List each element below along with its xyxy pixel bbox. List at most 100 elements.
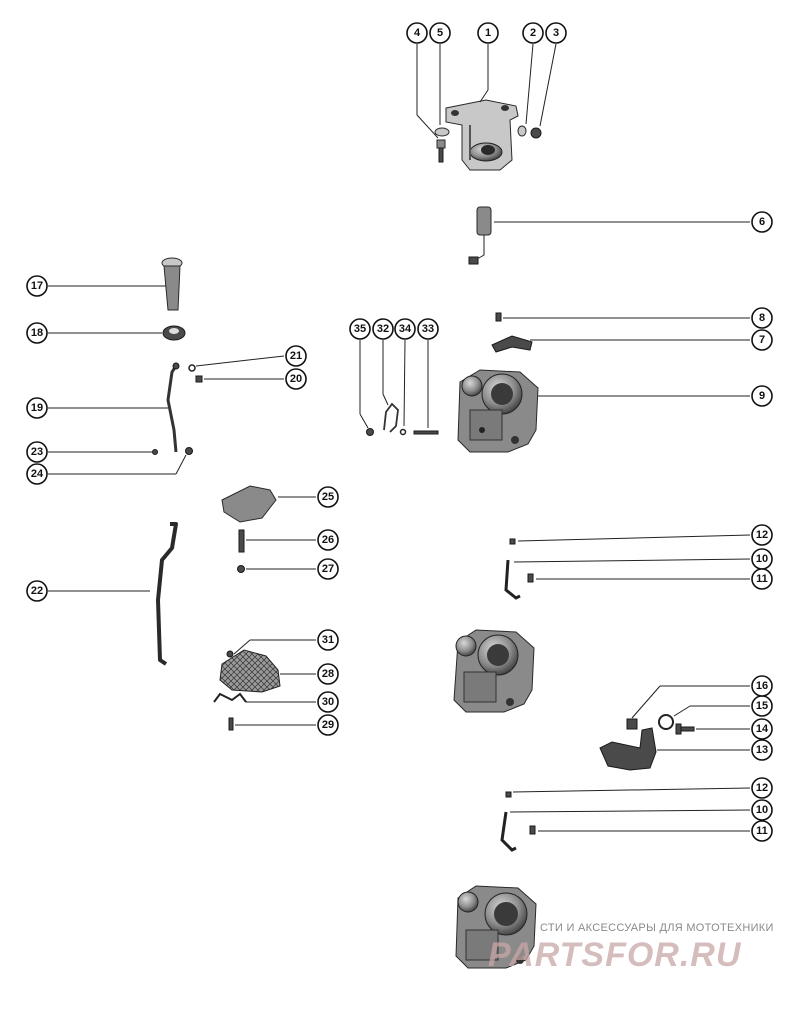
svg-text:24: 24 [31,468,44,480]
part-6-plunger [468,206,492,265]
svg-text:20: 20 [290,373,302,385]
svg-text:10: 10 [756,804,768,816]
svg-text:3: 3 [553,27,559,39]
svg-text:10: 10 [756,553,768,565]
callout-2: 2 [522,22,544,44]
part-2-washer [517,125,527,137]
svg-text:28: 28 [322,668,334,680]
svg-text:35: 35 [354,323,366,335]
part-15-gasket [658,714,674,730]
watermark-logo: PARTSFOR.RU [488,936,742,974]
callout-3: 3 [545,22,567,44]
callout-11-upper: 11 [751,568,773,590]
callout-23: 23 [26,441,48,463]
part-18-grommet [162,325,186,341]
callout-25: 25 [317,486,339,508]
svg-text:7: 7 [759,334,765,346]
part-32-spring [383,402,399,433]
callout-35: 35 [349,318,371,340]
callout-labels: 1 2 3 4 5 6 7 8 9 10 11 12 13 14 15 16 1… [26,22,773,842]
svg-text:8: 8 [759,312,765,324]
callout-7: 7 [751,329,773,351]
callout-10-lower: 10 [751,799,773,821]
callout-20: 20 [285,368,307,390]
part-11-screw-lower [529,825,536,835]
svg-text:15: 15 [756,700,768,712]
callout-12-lower: 12 [751,777,773,799]
part-27-nut [237,565,245,573]
svg-text:33: 33 [422,323,434,335]
callout-16: 16 [751,675,773,697]
svg-text:16: 16 [756,680,768,692]
callout-18: 18 [26,322,48,344]
part-33-pin [413,430,439,435]
callout-12-upper: 12 [751,524,773,546]
svg-text:30: 30 [322,696,334,708]
part-13-bracket [599,727,657,771]
part-11-screw-upper [527,573,534,583]
part-19-link-rod [166,365,178,453]
callout-28: 28 [317,663,339,685]
part-31-nut [226,650,234,658]
part-30-bracket [213,692,247,703]
part-8-screw [495,312,502,322]
parts-group [152,99,695,969]
leader-lines [48,43,751,832]
svg-text:19: 19 [31,402,43,414]
part-5-washer [434,127,450,137]
part-35-nut [366,428,374,436]
part-12-screw-lower [505,791,512,798]
callout-4: 4 [406,22,428,44]
part-7-lever [491,335,533,353]
part-24-nut [185,447,193,455]
part-1-flange-housing [445,99,519,171]
part-23-clip [152,449,158,455]
part-26-pin [238,529,245,553]
callout-31: 31 [317,629,339,651]
svg-text:31: 31 [322,634,334,646]
watermark-caption: СТИ И АКСЕССУАРЫ ДЛЯ МОТОТЕХНИКИ [540,922,774,934]
callout-32: 32 [372,318,394,340]
carburetor-body-middle [453,629,535,713]
part-14-screw [675,723,695,735]
svg-text:17: 17 [31,280,43,292]
watermark: СТИ И АКСЕССУАРЫ ДЛЯ МОТОТЕХНИКИ PARTSFO… [488,922,774,974]
part-22-lever [156,522,178,666]
svg-text:11: 11 [756,825,768,837]
svg-text:1: 1 [485,27,491,39]
callout-15: 15 [751,695,773,717]
callout-1: 1 [477,22,499,44]
svg-text:6: 6 [759,216,765,228]
svg-text:32: 32 [377,323,389,335]
callout-5: 5 [429,22,451,44]
callout-14: 14 [751,718,773,740]
part-12-screw-upper [509,538,516,545]
svg-text:4: 4 [414,27,421,39]
svg-text:11: 11 [756,573,768,585]
callout-13: 13 [751,739,773,761]
svg-text:12: 12 [756,529,768,541]
part-34-clip [399,428,407,436]
svg-text:27: 27 [322,563,334,575]
part-20-screw [195,375,203,383]
svg-text:5: 5 [437,27,443,39]
svg-text:29: 29 [322,719,334,731]
part-16-nut [626,718,638,730]
part-21-washer [188,364,196,372]
part-10-link-upper [504,559,521,600]
callout-19: 19 [26,397,48,419]
part-3-nut [530,127,542,139]
svg-text:34: 34 [399,323,412,335]
callout-17: 17 [26,275,48,297]
callout-10-upper: 10 [751,548,773,570]
part-19-rod-end [172,362,180,370]
callout-11-lower: 11 [751,820,773,842]
svg-text:21: 21 [290,350,302,362]
part-17-knob-rod [161,257,183,311]
callout-6: 6 [751,211,773,233]
part-4-screw [436,139,446,163]
svg-text:12: 12 [756,782,768,794]
callout-33: 33 [417,318,439,340]
callout-26: 26 [317,529,339,551]
